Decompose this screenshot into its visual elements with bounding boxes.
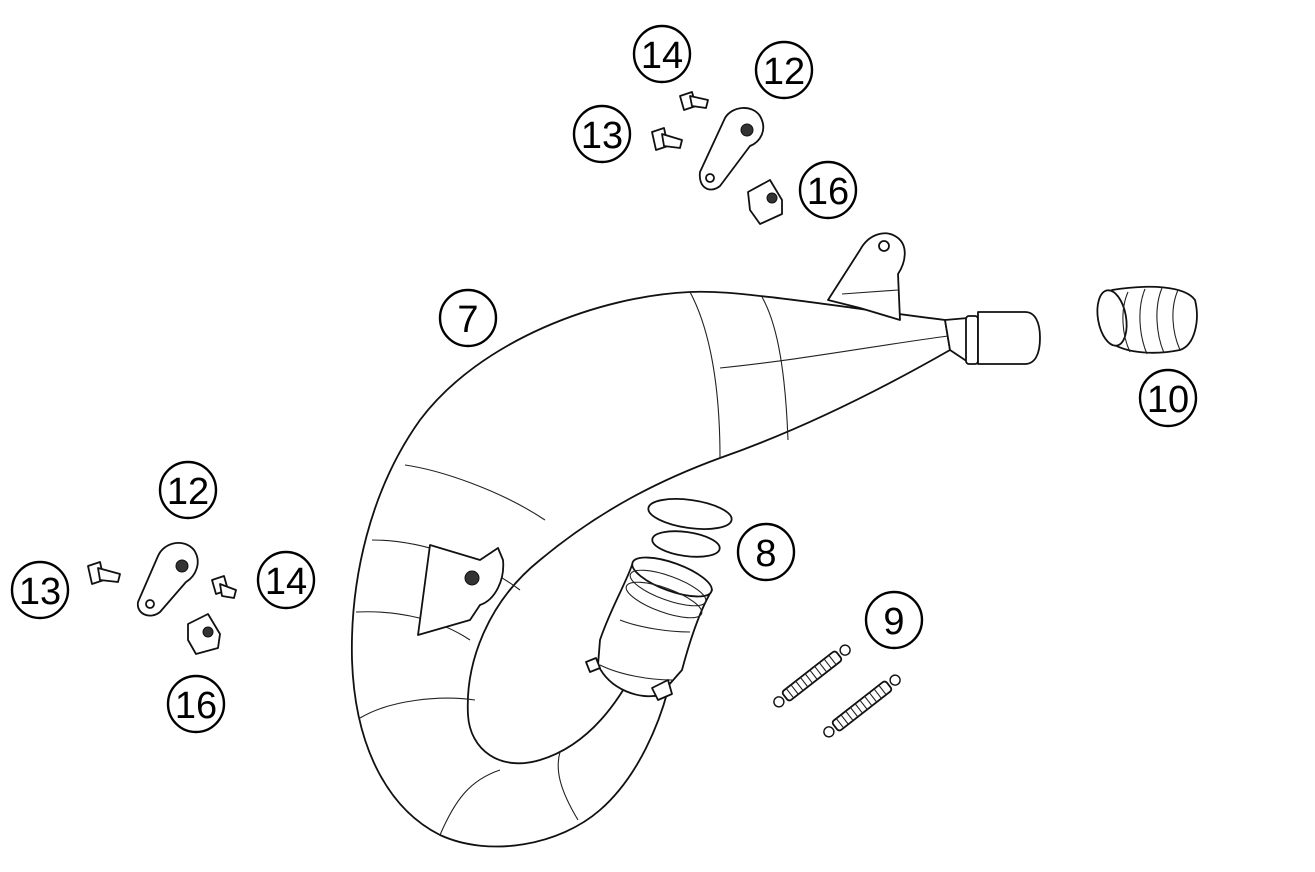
callout-12-left-label: 12 bbox=[167, 471, 209, 513]
callout-13-left: 13 bbox=[10, 560, 70, 620]
callout-16-top: 16 bbox=[798, 160, 858, 220]
left-screw bbox=[87, 561, 121, 585]
top-screw bbox=[651, 127, 683, 151]
callout-8-label: 8 bbox=[755, 533, 776, 575]
callout-9-label: 9 bbox=[883, 601, 904, 643]
callout-7: 7 bbox=[438, 288, 498, 348]
springs bbox=[773, 644, 901, 738]
left-clip-nut bbox=[187, 613, 221, 655]
callout-13-top-label: 13 bbox=[581, 115, 623, 157]
left-bracket bbox=[137, 542, 199, 617]
callout-9: 9 bbox=[864, 590, 924, 650]
callout-8: 8 bbox=[736, 522, 796, 582]
callout-16-top-label: 16 bbox=[807, 171, 849, 213]
left-bolt bbox=[211, 575, 237, 599]
callout-16-left: 16 bbox=[166, 674, 226, 734]
callout-10-label: 10 bbox=[1147, 379, 1189, 421]
callout-7-label: 7 bbox=[457, 299, 478, 341]
callout-14-top: 14 bbox=[632, 24, 692, 84]
callout-13-top: 13 bbox=[572, 104, 632, 164]
callout-16-left-label: 16 bbox=[175, 685, 217, 727]
o-rings bbox=[647, 498, 733, 558]
rubber-sleeve bbox=[1096, 285, 1198, 355]
callout-14-left-label: 14 bbox=[265, 561, 307, 603]
callout-10: 10 bbox=[1138, 368, 1198, 428]
exhaust-pipe bbox=[350, 232, 1041, 848]
callout-12-top: 12 bbox=[754, 40, 814, 100]
callout-14-top-label: 14 bbox=[641, 35, 683, 77]
callout-14-left: 14 bbox=[256, 550, 316, 610]
top-bracket bbox=[698, 107, 765, 191]
callout-12-top-label: 12 bbox=[763, 51, 805, 93]
top-bolt bbox=[679, 91, 709, 111]
callout-12-left: 12 bbox=[158, 460, 218, 520]
top-clip-nut bbox=[747, 179, 783, 225]
callout-13-left-label: 13 bbox=[19, 571, 61, 613]
